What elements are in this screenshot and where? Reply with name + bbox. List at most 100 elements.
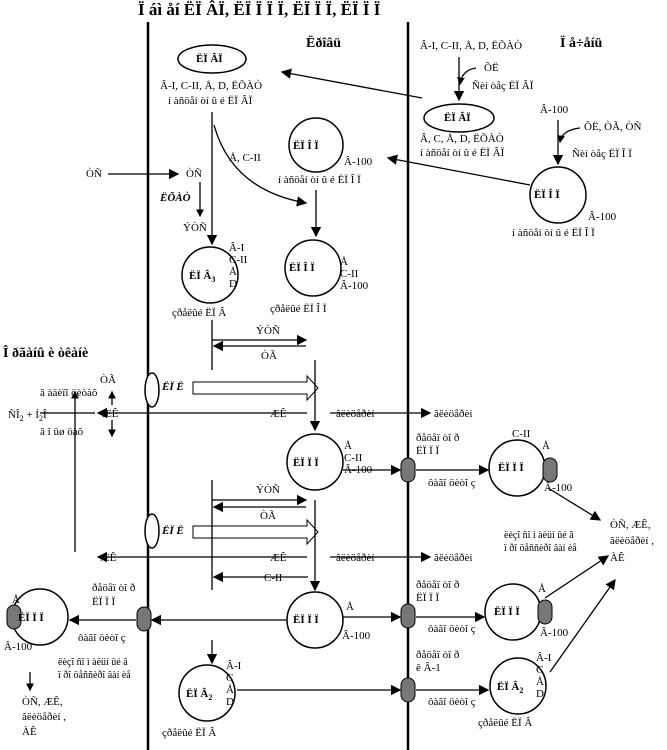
receptor-pill-4 — [537, 599, 553, 625]
right-hdl2-circle — [489, 657, 547, 715]
tissue-adipocytes: â àäèïî öèòàõ — [40, 387, 98, 399]
hdl2-label: ËÏ Â2 — [186, 688, 213, 703]
ldl-b100: Â-100 — [342, 630, 371, 642]
nascent-hdl-apo: Â-100 — [344, 156, 373, 168]
lipase-ellipse-1 — [144, 372, 160, 408]
receptor1-l3: ôàãî öèòî ç — [428, 477, 476, 489]
tissue-ldl-label: ËÏ Ï Ï — [18, 612, 44, 624]
idl-label: ËÏ Ï Ï — [293, 457, 319, 469]
right-idl-apo-side: Å — [542, 440, 550, 452]
ets-exchange-label-2: ÝÒÑ — [256, 484, 280, 496]
fa-left-1: ÆÊ — [102, 408, 119, 420]
header-blood: Ëðîâü — [306, 36, 342, 51]
right-lysosomal-2: ï ðî öåññèðî âàí èå — [504, 543, 577, 554]
liver-oe: ÕË — [484, 62, 499, 74]
tissue-out-2: ãëèöåðèí , — [22, 711, 66, 723]
glycerol-4: ãëèöåðèí — [434, 552, 473, 564]
right-ldl-b100: Â-100 — [540, 627, 569, 639]
tissue-fagocytosis: ôàãî öèòî ç — [78, 632, 126, 644]
liver-vldl-ellipse — [423, 103, 495, 133]
receptor-pill-3 — [400, 603, 416, 629]
receptor3-l2: ê Â-1 — [416, 662, 441, 674]
liver-hdl-label: ËÏ Î Ï — [534, 189, 560, 201]
idl-circle — [286, 433, 344, 491]
arrow-vldl-to-blood — [280, 68, 423, 99]
mature-vldl-label: ËÏ Â3 — [189, 270, 216, 285]
right-out-3: ÀÊ — [610, 552, 625, 564]
header-tissues: Î ðãàíû è òêàíè — [3, 346, 89, 361]
ets-exchange-label: ÝÒÑ — [256, 325, 280, 337]
nascent-hdl-circle — [288, 117, 344, 173]
arrow-proc-1 — [547, 487, 602, 521]
hollow-arrow-1 — [192, 374, 319, 402]
nascent-hdl-label: ËÏ Î Ï — [293, 140, 319, 152]
right-hdl2-label: ËÏ Â2 — [497, 681, 524, 696]
right-ldl-apo: Å — [538, 583, 546, 595]
arrow-oe — [457, 67, 477, 86]
receptor2-l3: ôàãî öèòî ç — [428, 623, 476, 635]
glycerol-2: ãëèöåðèí — [434, 408, 473, 420]
mature-hdl-apo: Å C-II Â-100 — [340, 256, 369, 292]
liver-synth-hdl: Ñèí òåç ËÏ Î Ï — [572, 148, 632, 160]
tissue-ldl-b100: Â-100 — [4, 641, 33, 653]
arrow-proc-3 — [549, 578, 616, 673]
arrow-hdl-to-blood — [386, 154, 531, 186]
right-idl-label: ËÏ Ï Ï — [498, 462, 524, 474]
receptor-pill-6 — [6, 604, 22, 630]
receptor2-l2: ËÏ Ï Ï — [416, 592, 440, 604]
receptor1-l2: ËÏ Ï Ï — [416, 445, 440, 457]
nascent-hdl-caption: í àñöåí òí û é ËÏ Î Ï — [278, 174, 361, 186]
tissue-lysosomal-2: ï ðî öåññèðî âàí èå — [58, 670, 131, 681]
tissue-ta: ÒÃ — [100, 374, 116, 386]
right-hdl2-caption: çðåëûé ËÏ Â — [478, 717, 533, 729]
lipase-label-1: ËÏ Ë — [162, 381, 184, 393]
tg-exchange-label: ÒÃ — [261, 350, 277, 362]
mature-vldl-circle — [181, 246, 239, 304]
c2-return-label: C-II — [264, 572, 283, 584]
receptor3-l1: ðåöåï òî ð — [416, 649, 460, 661]
fa-mid-2: ÆÊ — [270, 552, 287, 564]
right-out-1: ÒÑ, ÆÊ, — [610, 519, 651, 531]
lipase-label-2: ËÏ Ë — [162, 525, 184, 537]
lcat-label: ËÕÀÒ — [160, 192, 191, 204]
nascent-vldl-ellipse — [177, 44, 247, 74]
liver-hdl-caption: í àñöåí òí û é ËÏ Î Ï — [512, 227, 595, 239]
right-ldl-label: ËÏ Ï Ï — [494, 606, 520, 618]
glycerol-1: ãëèöåðèí — [336, 408, 375, 420]
receptor-pill-7 — [400, 677, 416, 703]
tissue-receptor-l2: ËÏ Ï Ï — [92, 596, 116, 608]
apo-transfer-label: Å, C-II — [229, 152, 261, 164]
right-out-2: ãëèöåðèí , — [610, 535, 654, 547]
page-title: Ï áì åí ËÏ ÂÏ, ËÏ Ï Ï Ï, ËÏ Ï Ï, ËÏ Ï Ï — [138, 0, 381, 19]
vldl-subtitle: í àñöåí òí û é ËÏ ÂÏ — [168, 95, 253, 107]
fa-mid-1: ÆÊ — [270, 408, 287, 420]
ldl-apo: Å — [346, 601, 354, 613]
tissue-muscles: â î ûø öàõ — [40, 426, 84, 438]
tg-exchange-label-2: ÒÃ — [260, 510, 276, 522]
liver-lipids-list: ÕË, ÒÃ, ÒÑ — [584, 121, 642, 133]
right-hdl2-apo: Â-I C Å D — [536, 652, 552, 700]
receptor-pill-1 — [400, 457, 416, 483]
arrow-apo-transfer — [213, 124, 308, 207]
liver-synth-vldl: Ñèí òåç ËÏ ÂÏ — [472, 80, 534, 92]
mature-vldl-caption: çðåëûé ËÏ Â — [172, 307, 227, 319]
ts-mid-label: ÒÑ — [186, 168, 202, 180]
receptor2-l1: ðåöåï òî ð — [416, 579, 460, 591]
liver-b100: Â-100 — [540, 104, 569, 116]
glycerol-3: ãëèöåðèí — [336, 552, 375, 564]
tissue-ldl-apo: Å — [12, 594, 20, 606]
ets-label: ÝÒÑ — [183, 222, 207, 234]
arrow-proc-2 — [544, 555, 610, 599]
lipase-ellipse-2 — [144, 513, 160, 549]
liver-vldl-label: ËÏ ÂÏ — [444, 112, 471, 124]
fa-left-2: ÆÊ — [100, 552, 117, 564]
liver-vldl-caption-1: Â, C, Å, D, ËÕÀÒ — [420, 133, 504, 145]
arrow-hdl-lipids — [557, 127, 581, 144]
hdl2-circle — [178, 664, 236, 722]
liver-nascent-hdl-circle — [529, 166, 587, 224]
header-liver: Ï å÷åíü — [560, 36, 603, 51]
liver-top-list: Â-I, C-II, Å, D, ËÕÀÒ — [420, 40, 523, 52]
receptor1-l1: ðåöåï òî ð — [416, 432, 460, 444]
ldl-label: ËÏ Ï Ï — [293, 614, 319, 626]
